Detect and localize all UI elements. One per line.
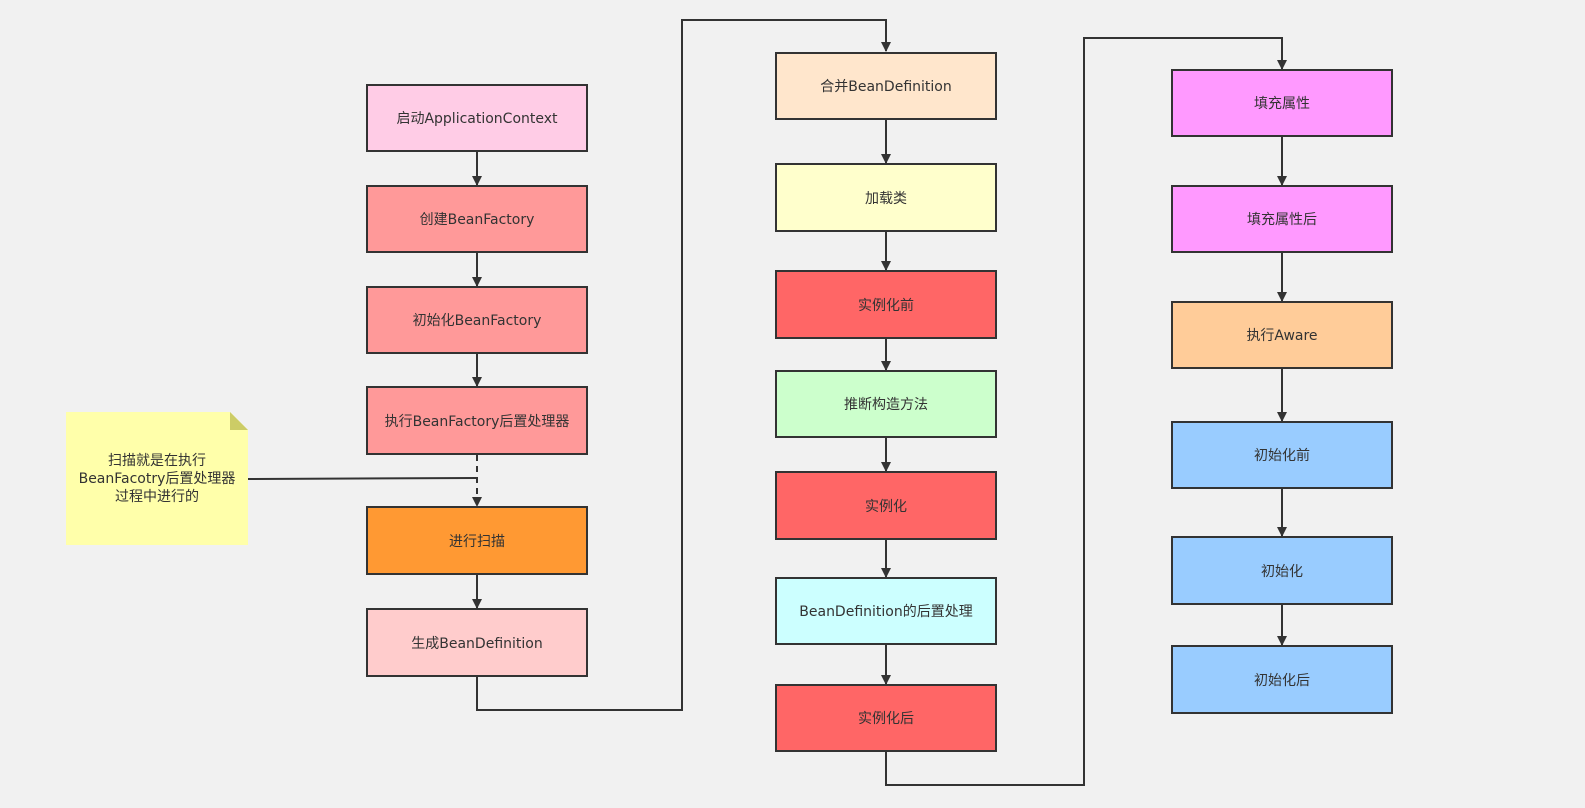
edge-generate-to-merge bbox=[476, 19, 891, 711]
node-label: 填充属性 bbox=[1254, 96, 1310, 112]
node-label: 执行BeanFactory后置处理器 bbox=[384, 413, 570, 430]
node-label: 初始化前 bbox=[1254, 448, 1310, 464]
node-before-init[interactable]: 初始化前 bbox=[1171, 421, 1393, 489]
node-create-factory[interactable]: 创建BeanFactory bbox=[366, 185, 588, 253]
note-callout[interactable]: 扫描就是在执行 BeanFacotry后置处理器 过程中进行的 bbox=[66, 412, 248, 545]
node-label: BeanDefinition的后置处理 bbox=[799, 604, 973, 620]
node-merge-definition[interactable]: 合并BeanDefinition bbox=[775, 52, 997, 120]
node-infer-constructor[interactable]: 推断构造方法 bbox=[775, 370, 997, 438]
node-label: 加载类 bbox=[865, 190, 907, 207]
node-after-populate[interactable]: 填充属性后 bbox=[1171, 185, 1393, 253]
node-run-postprocessors[interactable]: 执行BeanFactory后置处理器 bbox=[366, 386, 588, 455]
node-definition-postprocess[interactable]: BeanDefinition的后置处理 bbox=[775, 577, 997, 645]
node-instantiation[interactable]: 实例化 bbox=[775, 471, 997, 540]
node-aware[interactable]: 执行Aware bbox=[1171, 301, 1393, 369]
node-label: 执行Aware bbox=[1246, 328, 1318, 344]
node-populate[interactable]: 填充属性 bbox=[1171, 69, 1393, 137]
note-connector bbox=[247, 477, 478, 480]
node-label: 生成BeanDefinition bbox=[411, 635, 543, 652]
note-text: 扫描就是在执行 BeanFacotry后置处理器 过程中进行的 bbox=[78, 452, 236, 505]
node-label: 创建BeanFactory bbox=[419, 212, 535, 228]
node-after-init[interactable]: 初始化后 bbox=[1171, 645, 1393, 714]
node-label: 进行扫描 bbox=[449, 533, 505, 550]
edge-after-inst-to-populate bbox=[885, 37, 1287, 786]
node-init-factory[interactable]: 初始化BeanFactory bbox=[366, 286, 588, 354]
node-label: 初始化后 bbox=[1254, 672, 1310, 689]
node-start-context[interactable]: 启动ApplicationContext bbox=[366, 84, 588, 152]
node-after-instantiation[interactable]: 实例化后 bbox=[775, 684, 997, 752]
node-label: 推断构造方法 bbox=[844, 397, 928, 413]
node-label: 初始化 bbox=[1261, 563, 1303, 580]
node-label: 实例化 bbox=[865, 498, 907, 515]
node-gen-definition[interactable]: 生成BeanDefinition bbox=[366, 608, 588, 677]
node-label: 合并BeanDefinition bbox=[820, 79, 952, 95]
node-label: 实例化前 bbox=[858, 297, 914, 314]
note-shape bbox=[66, 412, 248, 545]
node-scan[interactable]: 进行扫描 bbox=[366, 506, 588, 575]
note-fold bbox=[230, 412, 248, 430]
node-label: 实例化后 bbox=[858, 711, 914, 727]
node-load-class[interactable]: 加载类 bbox=[775, 163, 997, 232]
node-label: 填充属性后 bbox=[1247, 212, 1317, 228]
node-label: 启动ApplicationContext bbox=[396, 111, 558, 127]
node-label: 初始化BeanFactory bbox=[412, 313, 542, 329]
node-init[interactable]: 初始化 bbox=[1171, 536, 1393, 605]
node-before-instantiation[interactable]: 实例化前 bbox=[775, 270, 997, 339]
